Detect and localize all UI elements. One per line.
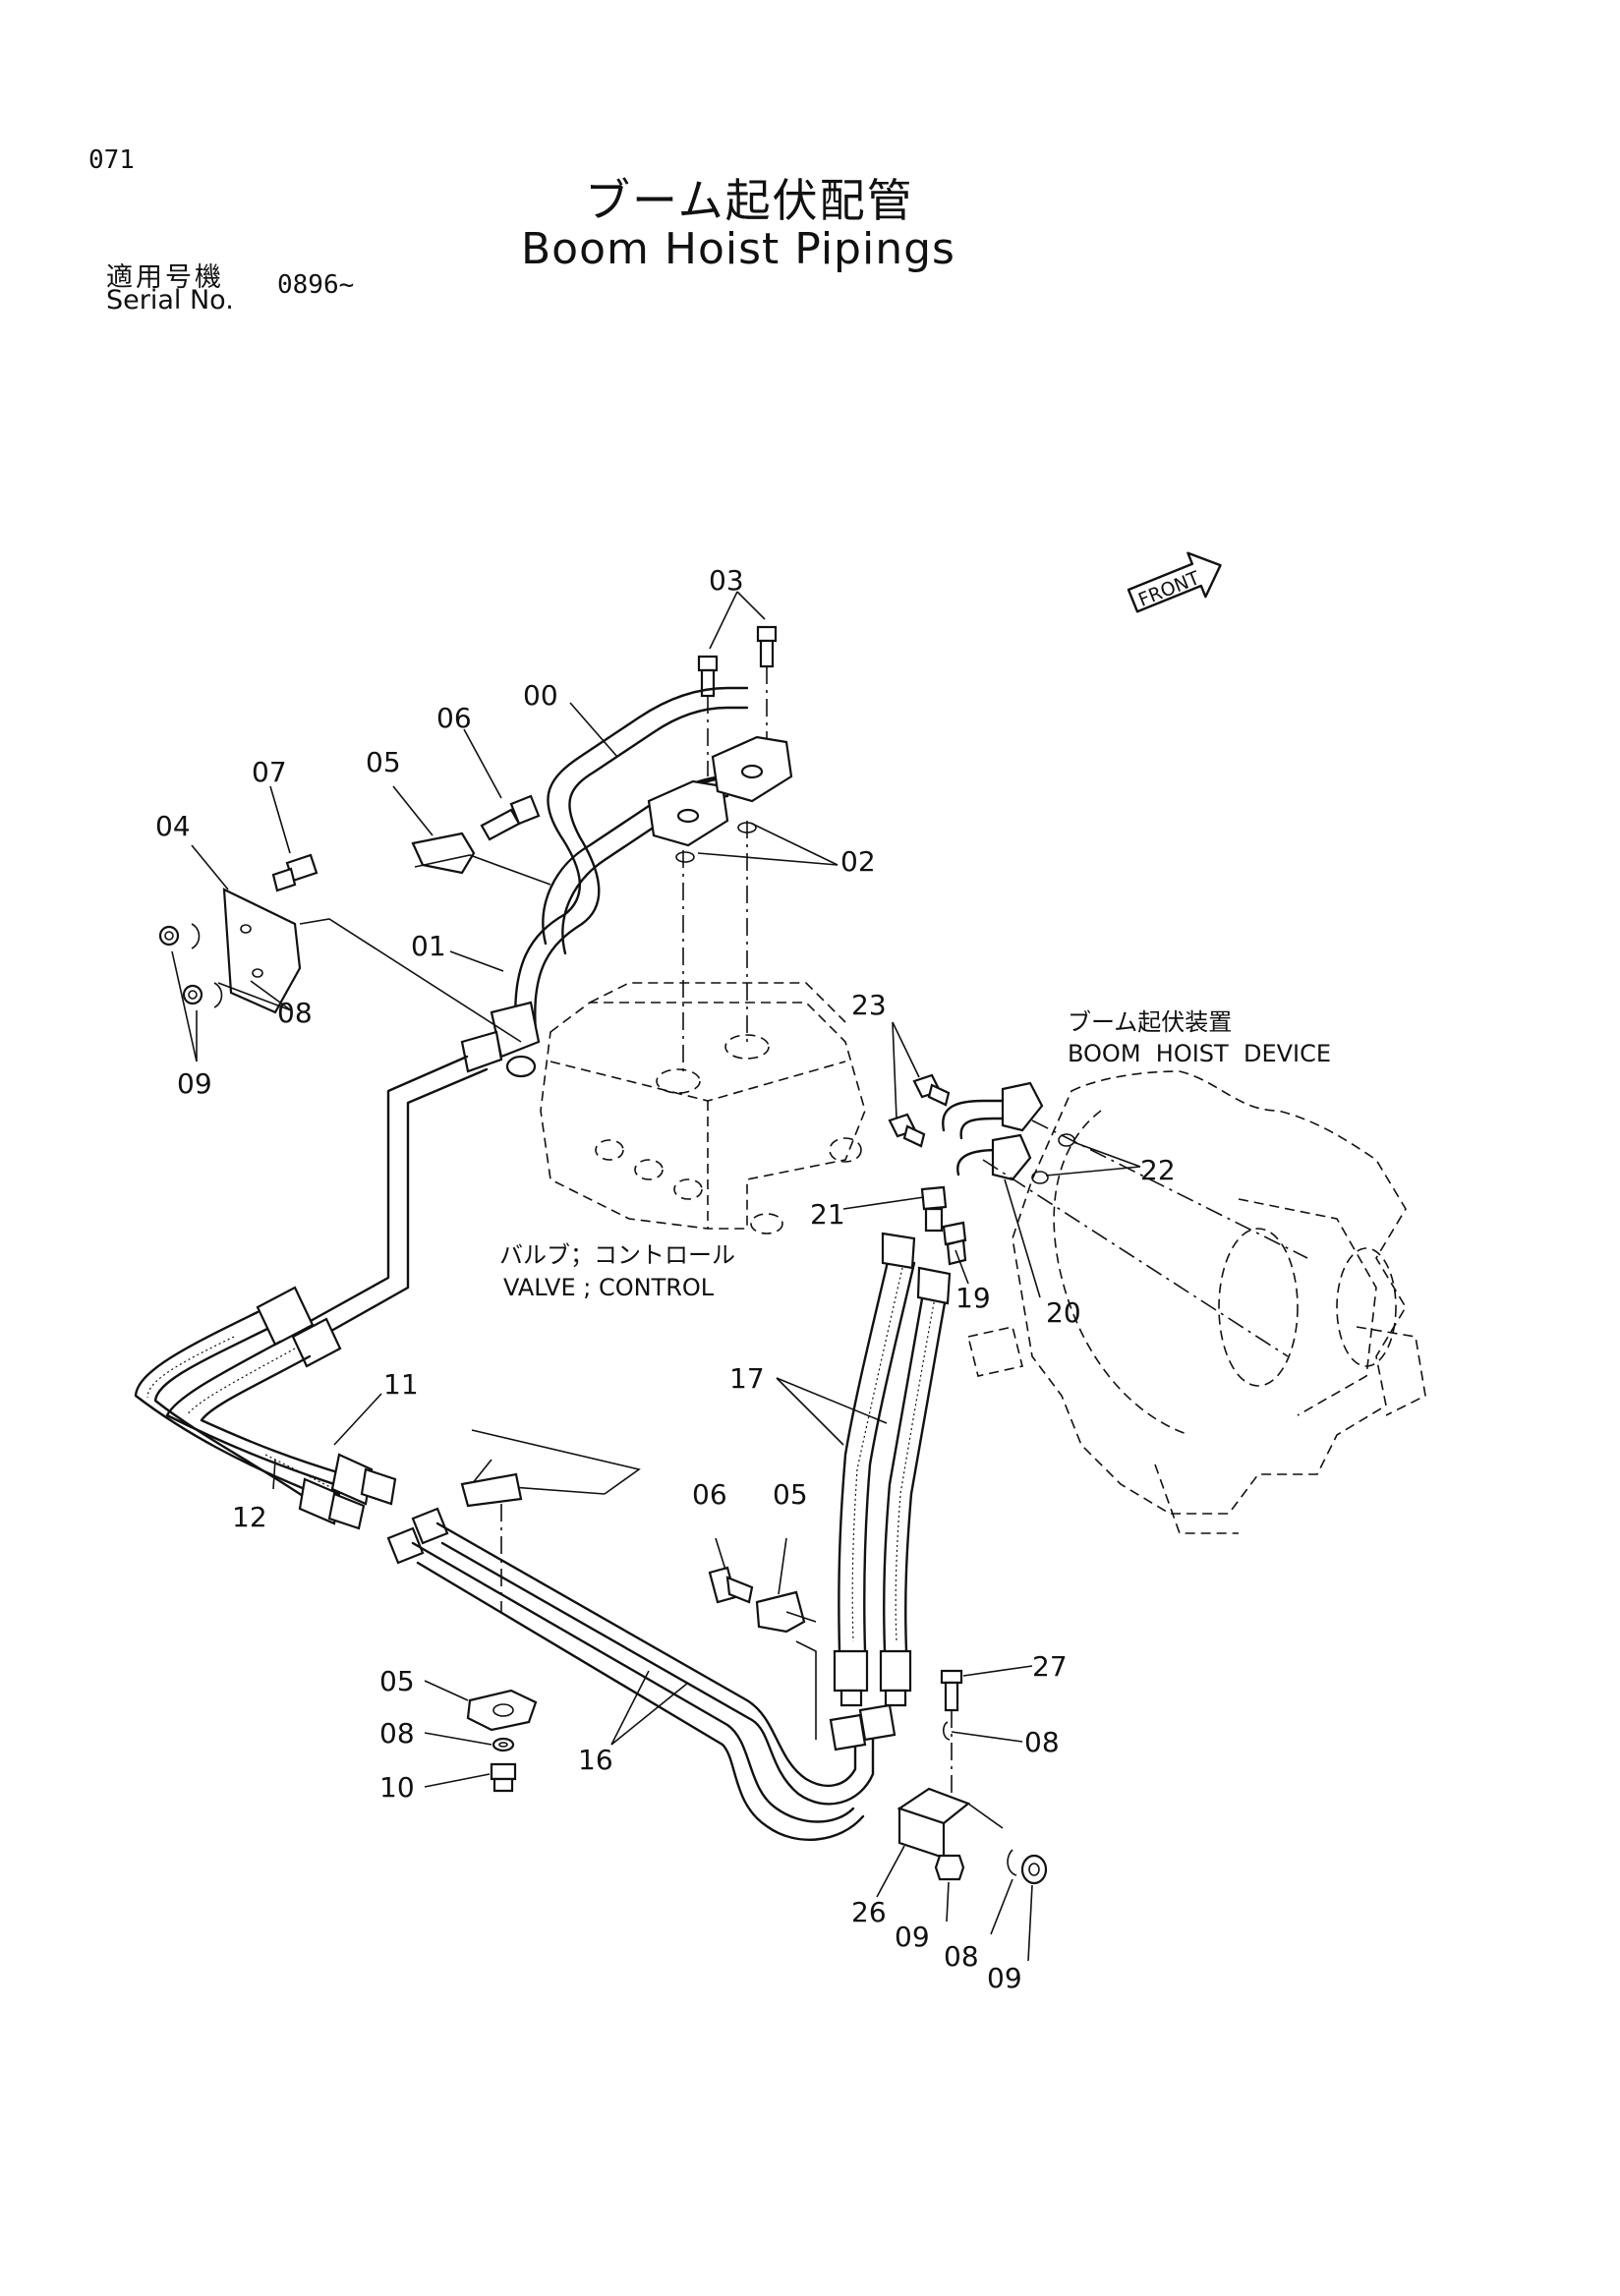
bolt-06-middle	[708, 1566, 754, 1604]
elbow-fitting-01	[460, 1001, 541, 1078]
bracket-26	[897, 1787, 1004, 1860]
bolt-07	[271, 853, 318, 892]
serial-value: 0896~	[277, 270, 355, 300]
page-number: 071	[88, 145, 135, 175]
callout-07: 07	[252, 756, 287, 788]
fitting-19	[942, 1221, 967, 1266]
pipe-00	[514, 686, 793, 1034]
valve-caption-japanese: バルブ；コントロール	[499, 1241, 735, 1269]
bolt-03-right	[756, 625, 778, 747]
control-valve	[540, 982, 866, 1234]
nut-09-bottom	[934, 1854, 965, 1881]
callout-23: 23	[851, 989, 887, 1021]
nut-09-right	[1020, 1854, 1048, 1885]
fitting-21	[920, 1185, 948, 1233]
callout-22: 22	[1140, 1154, 1176, 1186]
leader-lines	[171, 591, 1141, 1962]
callout-11: 11	[383, 1368, 419, 1401]
o-rings-22	[1031, 1133, 1075, 1184]
clamp-05-top	[411, 832, 551, 886]
callout-19: 19	[955, 1282, 991, 1314]
callout-09-left: 09	[177, 1067, 212, 1100]
callout-04: 04	[155, 810, 191, 842]
title-japanese: ブーム起伏配管	[585, 174, 914, 227]
callout-06-top: 06	[436, 702, 472, 734]
hose-17	[833, 1232, 952, 1707]
washers-08-09-left	[158, 923, 223, 1008]
washer-08-bottom	[1007, 1849, 1017, 1876]
callout-12: 12	[232, 1501, 267, 1533]
callout-03: 03	[709, 564, 744, 597]
clamp-05-lower	[466, 1689, 538, 1732]
washer-08-lower	[492, 1737, 515, 1752]
title-english: Boom Hoist Pipings	[521, 224, 955, 274]
valve-caption-english: VALVE ; CONTROL	[503, 1274, 715, 1301]
bracket-plate	[460, 1429, 641, 1612]
o-ring-02-right	[737, 822, 757, 833]
callout-05-middle: 05	[773, 1478, 808, 1511]
boom-hoist-device	[967, 1070, 1426, 1534]
o-ring-02-left	[675, 851, 695, 863]
clamp-05-middle	[755, 1590, 817, 1634]
plate-04	[222, 888, 522, 1043]
callout-10: 10	[379, 1771, 415, 1804]
callout-06-middle: 06	[692, 1478, 727, 1511]
callout-08-right: 08	[1024, 1726, 1060, 1758]
callout-01: 01	[411, 930, 446, 962]
callout-08-left: 08	[277, 997, 313, 1029]
bolt-06-top	[480, 794, 541, 841]
callout-00: 00	[523, 679, 558, 712]
flange-20	[942, 1081, 1044, 1181]
callout-05-top: 05	[366, 746, 401, 778]
callout-26: 26	[851, 1896, 887, 1928]
callout-08-bottom: 08	[944, 1940, 979, 1973]
callout-21: 21	[810, 1198, 845, 1231]
callout-20: 20	[1046, 1296, 1081, 1329]
callout-27: 27	[1032, 1650, 1068, 1683]
bolt-10	[490, 1762, 517, 1793]
boom-caption-japanese: ブーム起伏装置	[1068, 1008, 1232, 1036]
callout-09-right: 09	[987, 1962, 1022, 1994]
washer-08-right	[942, 1721, 951, 1741]
callout-09-bottom: 09	[895, 1921, 930, 1953]
front-arrow-icon: FRONT	[1127, 551, 1222, 613]
bolt-27	[940, 1669, 963, 1799]
boom-caption-english: BOOM HOIST DEVICE	[1068, 1040, 1331, 1067]
serial-label-english: Serial No.	[106, 285, 234, 316]
callout-16: 16	[578, 1744, 613, 1776]
callout-02: 02	[840, 845, 876, 878]
serial-label-japanese: 適用号機	[106, 262, 224, 293]
callout-17: 17	[729, 1362, 765, 1395]
hose-12	[134, 1310, 366, 1530]
hose-11	[165, 1055, 489, 1506]
callout-05-lower: 05	[379, 1665, 415, 1697]
pipe-16	[386, 1507, 897, 1841]
bolts-23	[888, 1073, 951, 1148]
callout-08-lower: 08	[379, 1717, 415, 1750]
